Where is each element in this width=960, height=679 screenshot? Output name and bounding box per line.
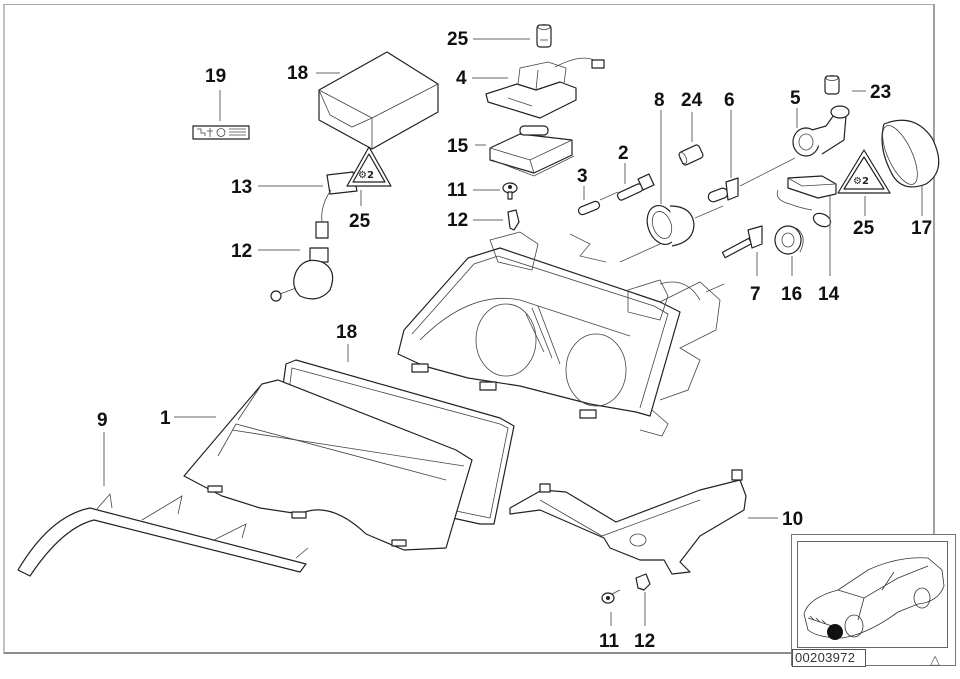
part-6-bulb[interactable]	[707, 177, 739, 203]
part-23-plug-housing[interactable]	[678, 144, 704, 166]
label-24: 25	[447, 29, 469, 50]
label-22: 23	[870, 82, 891, 103]
label-18: 17	[911, 218, 932, 239]
part-25-warning-label-left[interactable]: ⚙2	[346, 146, 392, 187]
part-25-warning-label-right[interactable]: ⚙2	[837, 149, 891, 194]
part-2-bulb[interactable]	[616, 173, 655, 201]
label-14: 13	[231, 177, 252, 198]
diagram-code: 00203972	[792, 649, 866, 667]
part-11-screw-bottom[interactable]	[601, 589, 621, 604]
part-13-adjuster-motor[interactable]	[270, 247, 334, 302]
label-11-top: 11	[447, 180, 468, 201]
label-13: 12	[231, 241, 252, 262]
part-20-box[interactable]	[318, 51, 439, 150]
label-25-right: 25	[853, 218, 875, 239]
part-12-nut-top[interactable]	[507, 209, 520, 231]
label-12-top: 12	[447, 210, 468, 231]
part-9-trim-strip[interactable]	[17, 493, 309, 577]
part-16-igniter[interactable]	[776, 175, 837, 229]
headlight-housing[interactable]	[397, 231, 721, 437]
part-11-screw-top[interactable]	[502, 182, 518, 200]
svg-text:⚙2: ⚙2	[358, 170, 374, 181]
vehicle-overview-inset	[791, 534, 956, 666]
part-21-label-sticker[interactable]	[192, 125, 250, 140]
part-12-nut-bottom[interactable]	[635, 573, 651, 591]
label-25-left: 25	[349, 211, 371, 232]
part-15-control-unit[interactable]	[489, 125, 575, 177]
label-16: 14	[818, 284, 840, 305]
part-17-cover-cap[interactable]	[774, 225, 804, 255]
label-17: 16	[781, 284, 802, 305]
part-24-connector[interactable]	[536, 24, 552, 48]
label-19: 18	[336, 322, 357, 343]
car-outline-icon	[803, 557, 945, 639]
label-12-bottom: 12	[634, 631, 655, 652]
label-15: 15	[447, 136, 469, 157]
label-4: 4	[456, 68, 467, 89]
part-22-connector[interactable]	[824, 75, 840, 95]
label-3: 3	[577, 166, 588, 187]
label-8: 8	[654, 90, 665, 111]
label-2: 2	[618, 143, 629, 164]
label-20: 18	[287, 63, 308, 84]
label-9: 9	[97, 410, 108, 431]
label-11-bottom: 11	[599, 631, 620, 652]
part-18-headlight-cover[interactable]	[876, 119, 940, 189]
label-6: 6	[724, 90, 735, 111]
headlight-location-marker	[827, 624, 843, 640]
part-4-bracket[interactable]	[485, 57, 605, 119]
part-7-xenon-bulb[interactable]	[721, 225, 763, 259]
label-23: 24	[681, 90, 703, 111]
part-1-lens[interactable]	[183, 379, 473, 551]
label-10: 10	[782, 509, 803, 530]
part-14-connector-cable[interactable]	[315, 171, 358, 239]
part-8-rubber-cap[interactable]	[642, 201, 695, 248]
svg-text:⚙2: ⚙2	[853, 176, 869, 187]
part-5-socket[interactable]	[792, 105, 850, 157]
part-3-bulb[interactable]	[577, 200, 601, 216]
label-21: 19	[205, 66, 226, 87]
vehicle-overview-image	[797, 541, 948, 648]
label-1: 1	[160, 408, 171, 429]
triangle-icon: △	[930, 652, 940, 667]
label-7: 7	[750, 284, 761, 305]
part-10-bracket[interactable]	[509, 469, 747, 575]
label-5: 5	[790, 88, 801, 109]
